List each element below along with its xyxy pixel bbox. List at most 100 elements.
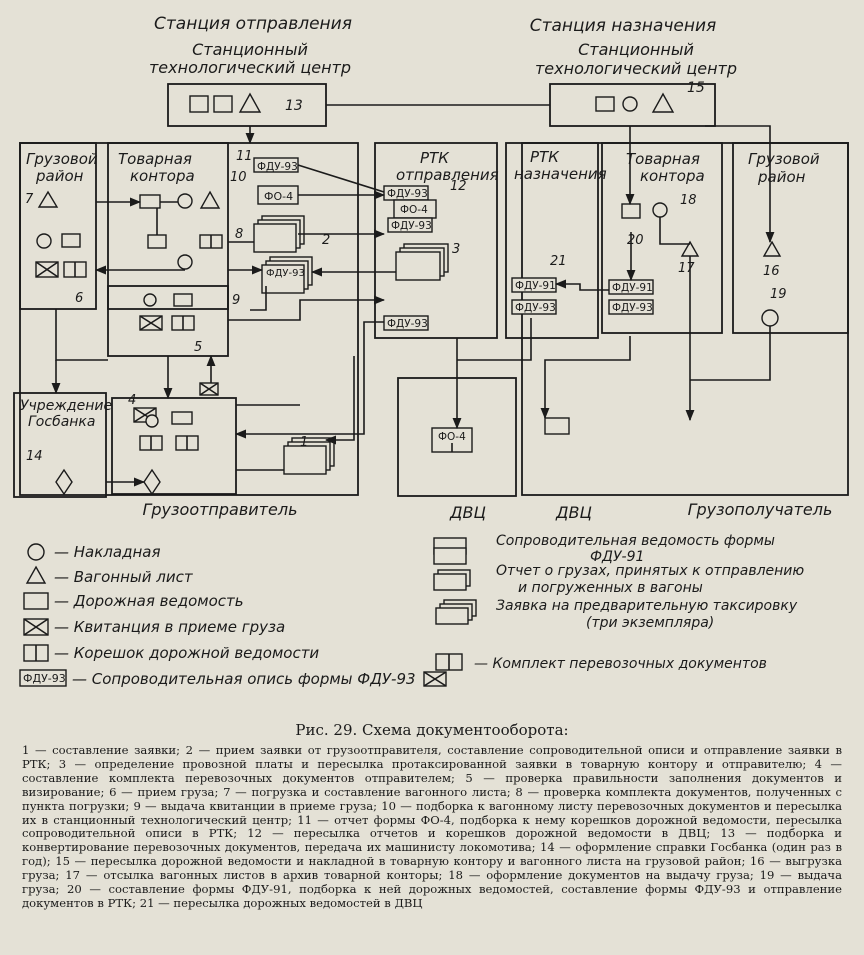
svg-text:ФО-4: ФО-4 bbox=[264, 190, 293, 203]
svg-text:ФДУ-93: ФДУ-93 bbox=[515, 302, 556, 314]
dest-cargo-area: Грузовой район 16 19 bbox=[732, 142, 849, 334]
svg-text:Грузовой: Грузовой bbox=[748, 150, 820, 168]
svg-text:Грузовой: Грузовой bbox=[26, 150, 98, 168]
svg-text:ФО-4: ФО-4 bbox=[438, 431, 466, 443]
svg-text:15: 15 bbox=[687, 80, 705, 96]
svg-text:Учреждение: Учреждение bbox=[20, 398, 112, 414]
check-block: 5 9 bbox=[107, 285, 240, 357]
crossed-box-icon bbox=[23, 618, 49, 636]
svg-text:РТК: РТК bbox=[420, 149, 450, 167]
svg-text:ФДУ-91: ФДУ-91 bbox=[612, 282, 653, 294]
svg-text:ФДУ-91: ФДУ-91 bbox=[515, 280, 556, 292]
svg-text:Станционный: Станционный bbox=[578, 40, 694, 59]
svg-text:Товарная: Товарная bbox=[118, 150, 192, 168]
svg-text:ФДУ-93: ФДУ-93 bbox=[257, 161, 298, 173]
svg-text:12: 12 bbox=[450, 179, 467, 194]
dvc-label-right: ДВЦ bbox=[555, 503, 592, 522]
document-flow-diagram: Станция отправления Станция назначения С… bbox=[13, 14, 849, 688]
triple-sheets-icon bbox=[435, 599, 477, 625]
svg-text:7: 7 bbox=[25, 192, 34, 207]
svg-text:— Вагонный лист: — Вагонный лист bbox=[54, 568, 194, 586]
svg-text:Госбанка: Госбанка bbox=[28, 414, 95, 430]
dvc-label-left: ДВЦ bbox=[449, 503, 486, 522]
legend-right: Сопроводительная ведомость формы ФДУ-91 … bbox=[423, 533, 804, 687]
svg-text:технологический центр: технологический центр bbox=[535, 59, 737, 78]
svg-text:ФДУ-93: ФДУ-93 bbox=[23, 672, 66, 685]
svg-text:район: район bbox=[757, 168, 806, 186]
flow-arrows bbox=[51, 104, 775, 487]
svg-text:ФДУ-93: ФДУ-93 bbox=[387, 318, 428, 330]
svg-text:ФО-4: ФО-4 bbox=[400, 204, 428, 216]
svg-text:13: 13 bbox=[285, 98, 303, 114]
gosbank-node: Учреждение Госбанка 14 bbox=[13, 392, 112, 498]
split-box-icon bbox=[23, 644, 49, 662]
svg-text:Отчет о грузах, принятых к отп: Отчет о грузах, принятых к отправлению bbox=[496, 563, 804, 579]
triangle-icon bbox=[25, 565, 47, 584]
dest-technology-center: Станционный технологический центр 15 bbox=[535, 40, 737, 127]
stacked-docs: ФДУ-93 ФО-4 2 ФДУ-93 1 bbox=[253, 157, 335, 475]
figure-caption: Рис. 29. Схема документооборота: bbox=[295, 721, 569, 739]
dest-station-title: Станция назначения bbox=[530, 16, 717, 36]
rectangle-icon bbox=[23, 592, 49, 610]
svg-text:— Сопроводительная опись формы: — Сопроводительная опись формы ФДУ-93 bbox=[72, 670, 416, 688]
origin-station-title: Станция отправления bbox=[154, 14, 352, 34]
svg-text:5: 5 bbox=[194, 340, 202, 355]
svg-text:ФДУ-93: ФДУ-93 bbox=[391, 220, 432, 232]
svg-text:Станционный: Станционный bbox=[192, 40, 308, 59]
svg-text:— Комплект перевозочных докуме: — Комплект перевозочных документов bbox=[474, 656, 767, 672]
svg-text:ФДУ-93: ФДУ-93 bbox=[387, 188, 428, 200]
stacked-sheets-icon bbox=[433, 569, 471, 591]
svg-text:19: 19 bbox=[770, 287, 787, 302]
svg-text:район: район bbox=[35, 167, 84, 185]
rtk-destination: РТК назначения 21 ФДУ-91 ФДУ-93 bbox=[505, 142, 607, 339]
fdu93-icon: ФДУ-93 bbox=[19, 669, 67, 687]
svg-text:Заявка на предварительную такс: Заявка на предварительную таксировку bbox=[496, 598, 798, 614]
double-box-icon bbox=[433, 537, 467, 565]
svg-text:4: 4 bbox=[128, 393, 136, 408]
svg-text:— Квитанция в приеме груза: — Квитанция в приеме груза bbox=[54, 618, 285, 636]
svg-text:— Накладная: — Накладная bbox=[54, 543, 160, 561]
svg-text:18: 18 bbox=[680, 193, 697, 208]
shipper-label: Грузоотправитель bbox=[142, 500, 297, 519]
legend-left: — Накладная — Вагонный лист — Дорожная в… bbox=[19, 543, 416, 688]
svg-text:назначения: назначения bbox=[514, 165, 607, 183]
svg-text:17: 17 bbox=[678, 261, 695, 276]
svg-text:РТК: РТК bbox=[530, 148, 560, 166]
svg-text:технологический центр: технологический центр bbox=[149, 58, 351, 77]
svg-text:и погруженных в вагоны: и погруженных в вагоны bbox=[518, 580, 703, 596]
svg-text:3: 3 bbox=[452, 242, 460, 257]
svg-text:11: 11 bbox=[236, 149, 253, 164]
svg-text:21: 21 bbox=[550, 254, 567, 269]
svg-text:14: 14 bbox=[26, 449, 43, 464]
svg-text:1: 1 bbox=[300, 435, 308, 450]
rtk-departure: РТК отправления ФДУ-93 ФО-4 ФДУ-93 12 3 … bbox=[374, 142, 499, 339]
svg-text:10: 10 bbox=[230, 170, 247, 185]
svg-text:контора: контора bbox=[130, 167, 195, 185]
svg-text:ФДУ-93: ФДУ-93 bbox=[612, 302, 653, 314]
svg-text:(три экземпляра): (три экземпляра) bbox=[586, 615, 714, 631]
figure-caption-body: 1 — составление заявки; 2 — прием заявки… bbox=[22, 743, 842, 910]
svg-text:16: 16 bbox=[763, 264, 780, 279]
shipper-block: 4 Грузоотправитель bbox=[111, 382, 298, 519]
svg-text:Сопроводительная ведомость фор: Сопроводительная ведомость формы bbox=[496, 533, 775, 549]
svg-text:ФДУ-93: ФДУ-93 bbox=[266, 268, 305, 279]
svg-text:8: 8 bbox=[235, 227, 243, 242]
svg-text:— Дорожная ведомость: — Дорожная ведомость bbox=[54, 592, 244, 610]
svg-text:20: 20 bbox=[627, 233, 644, 248]
dvc-node: ФО-4 ДВЦ ДВЦ Грузополучатель bbox=[397, 377, 833, 522]
origin-cargo-area: Грузовой район 7 6 bbox=[19, 142, 98, 310]
document-set-icon bbox=[423, 653, 463, 687]
svg-text:9: 9 bbox=[232, 293, 240, 308]
dest-goods-office: Товарная контора 18 20 ФДУ-91 ФДУ-93 17 bbox=[601, 142, 723, 334]
origin-goods-office: Товарная контора 10 11 8 bbox=[107, 142, 253, 310]
circle-icon bbox=[27, 543, 45, 561]
svg-text:— Корешок дорожной ведомости: — Корешок дорожной ведомости bbox=[54, 644, 319, 662]
receiver-label: Грузополучатель bbox=[688, 500, 833, 519]
svg-text:2: 2 bbox=[322, 233, 330, 248]
svg-text:6: 6 bbox=[75, 291, 83, 306]
svg-text:Товарная: Товарная bbox=[626, 150, 700, 168]
svg-text:контора: контора bbox=[640, 167, 705, 185]
svg-text:отправления: отправления bbox=[396, 166, 499, 184]
svg-text:ФДУ-91: ФДУ-91 bbox=[590, 549, 644, 565]
origin-technology-center: Станционный технологический центр 13 bbox=[149, 40, 351, 127]
